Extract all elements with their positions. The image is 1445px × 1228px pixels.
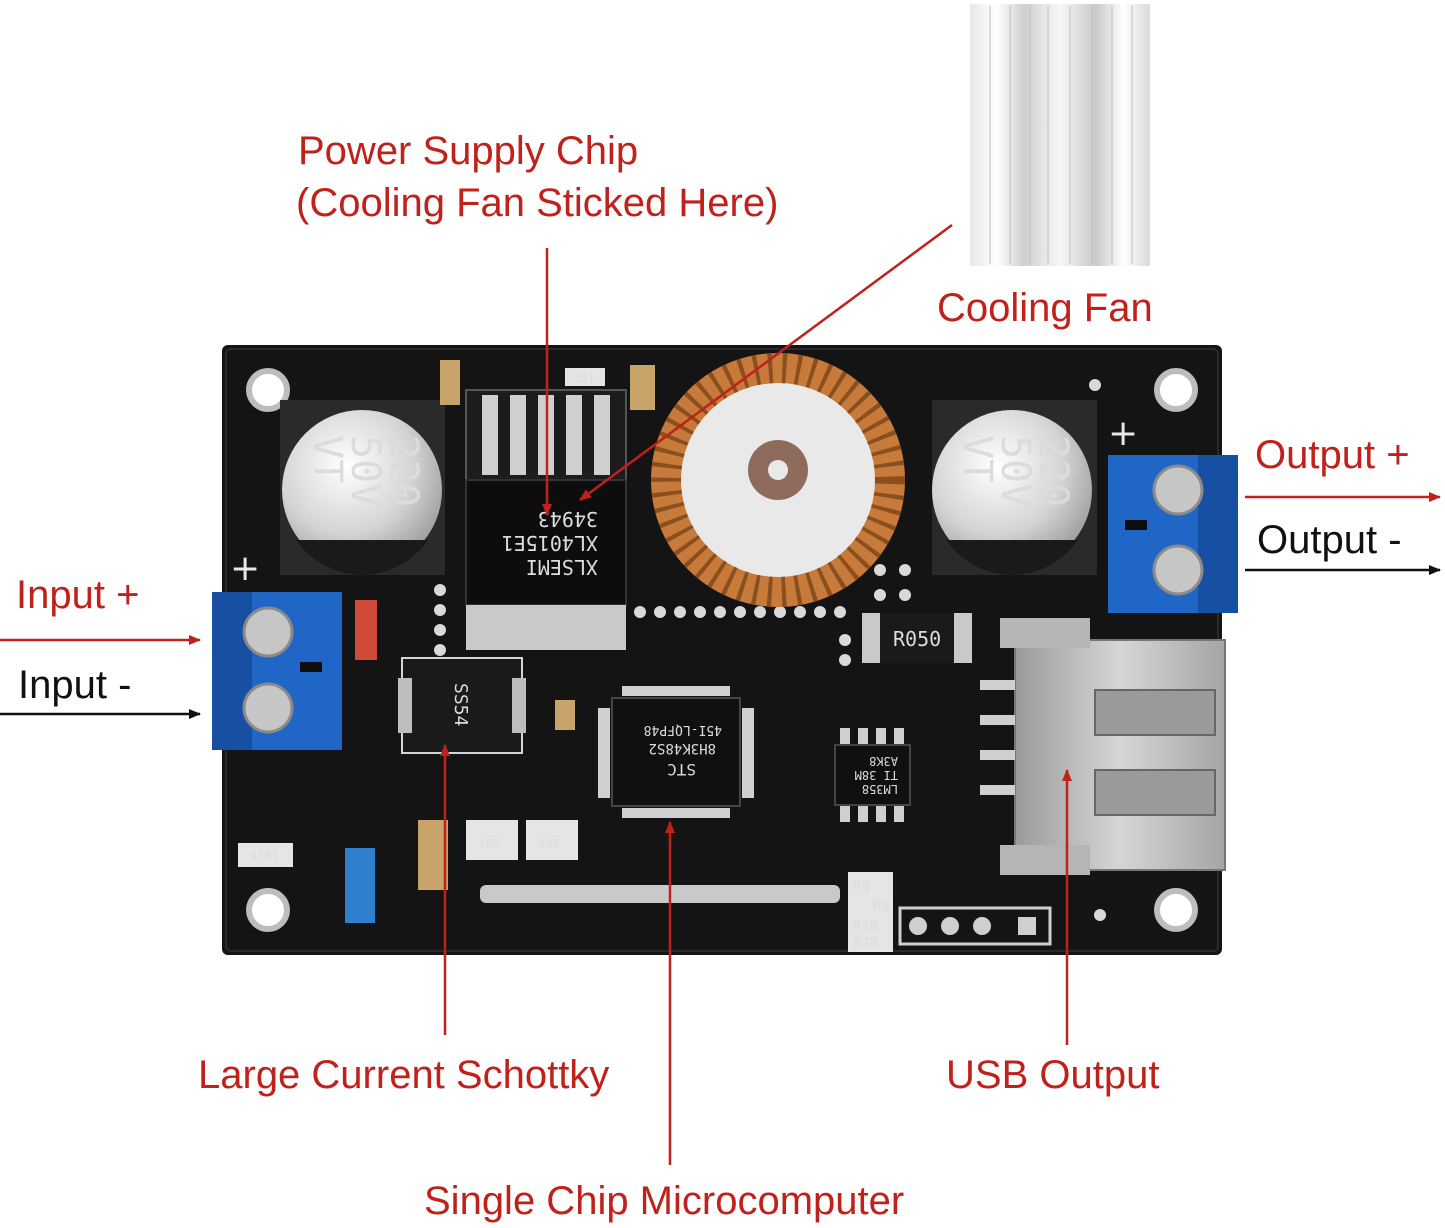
capacitor-right-value: 220	[1030, 435, 1076, 507]
capacitor-left-voltage: 50V	[342, 435, 388, 507]
label-input-minus: Input -	[18, 663, 132, 707]
capacitor-left-series: VT	[304, 435, 350, 483]
regulator-line-1: XLSEMI	[526, 555, 598, 579]
mcu-line-1: STC	[667, 760, 696, 779]
opamp-line-3: A3K8	[869, 754, 898, 768]
smd-label-331: 331	[573, 371, 595, 385]
header-pins	[480, 885, 840, 903]
label-power-supply-chip-line1: Power Supply Chip	[298, 129, 639, 173]
smd-components: 331 103 103 4701	[238, 360, 655, 923]
capacitor-right-voltage: 50V	[992, 435, 1038, 507]
mcu-line-2: 8H3K48S2	[649, 740, 716, 756]
svg-text:+: +	[1108, 413, 1138, 454]
capacitor-right-series: VT	[954, 435, 1000, 483]
mounting-holes	[246, 368, 1198, 932]
resistor-label-r20: R20	[853, 936, 878, 952]
label-input-plus: Input +	[16, 573, 140, 617]
programming-header	[898, 906, 1052, 946]
capacitor-left: 220 50V VT	[280, 400, 445, 575]
resistor-label-r4: R4	[853, 879, 870, 895]
smd-label-4701: 4701	[250, 849, 279, 863]
opamp-chip: LM358 TI 38M A3K8	[834, 728, 911, 822]
resistor-labels: R4 R8 R19 R20	[848, 872, 893, 952]
cooling-fan-leader	[579, 223, 953, 502]
sense-resistor: R050	[862, 613, 972, 663]
usb-connector	[980, 618, 1226, 875]
label-usb-output: USB Output	[946, 1053, 1160, 1097]
mcu-chip: STC 8H3K48S2 45I-LQFP48	[598, 686, 754, 818]
sense-resistor-marking: R050	[893, 627, 941, 651]
label-power-supply-chip-line2: (Cooling Fan Sticked Here)	[296, 181, 779, 225]
input-terminal-block: +	[212, 548, 342, 750]
resistor-label-r8: R8	[873, 899, 890, 915]
svg-text:+: +	[230, 548, 260, 589]
schottky-diode: SS54	[398, 657, 526, 754]
label-single-chip-microcomputer: Single Chip Microcomputer	[424, 1179, 905, 1223]
inductor-coil	[651, 353, 905, 607]
leader-lines	[0, 223, 1441, 1165]
label-output-minus: Output -	[1257, 518, 1402, 562]
output-terminal-block: +	[1108, 413, 1238, 613]
capacitor-right: 220 50V VT	[932, 400, 1097, 575]
resistor-label-r19: R19	[853, 919, 878, 935]
label-large-current-schottky: Large Current Schottky	[198, 1053, 610, 1097]
mcu-line-3: 45I-LQFP48	[644, 722, 722, 737]
label-output-plus: Output +	[1255, 433, 1410, 477]
label-cooling-fan: Cooling Fan	[937, 286, 1153, 330]
opamp-line-1: LM358	[862, 782, 898, 796]
capacitor-left-value: 220	[380, 435, 426, 507]
smd-label-103-b: 103	[538, 837, 560, 851]
schottky-diode-marking: SS54	[450, 683, 471, 726]
smd-label-103-a: 103	[478, 837, 500, 851]
heatsink-image	[970, 4, 1150, 266]
regulator-line-2: XL4015E1	[502, 531, 598, 555]
opamp-line-2: TI 38M	[855, 768, 898, 782]
